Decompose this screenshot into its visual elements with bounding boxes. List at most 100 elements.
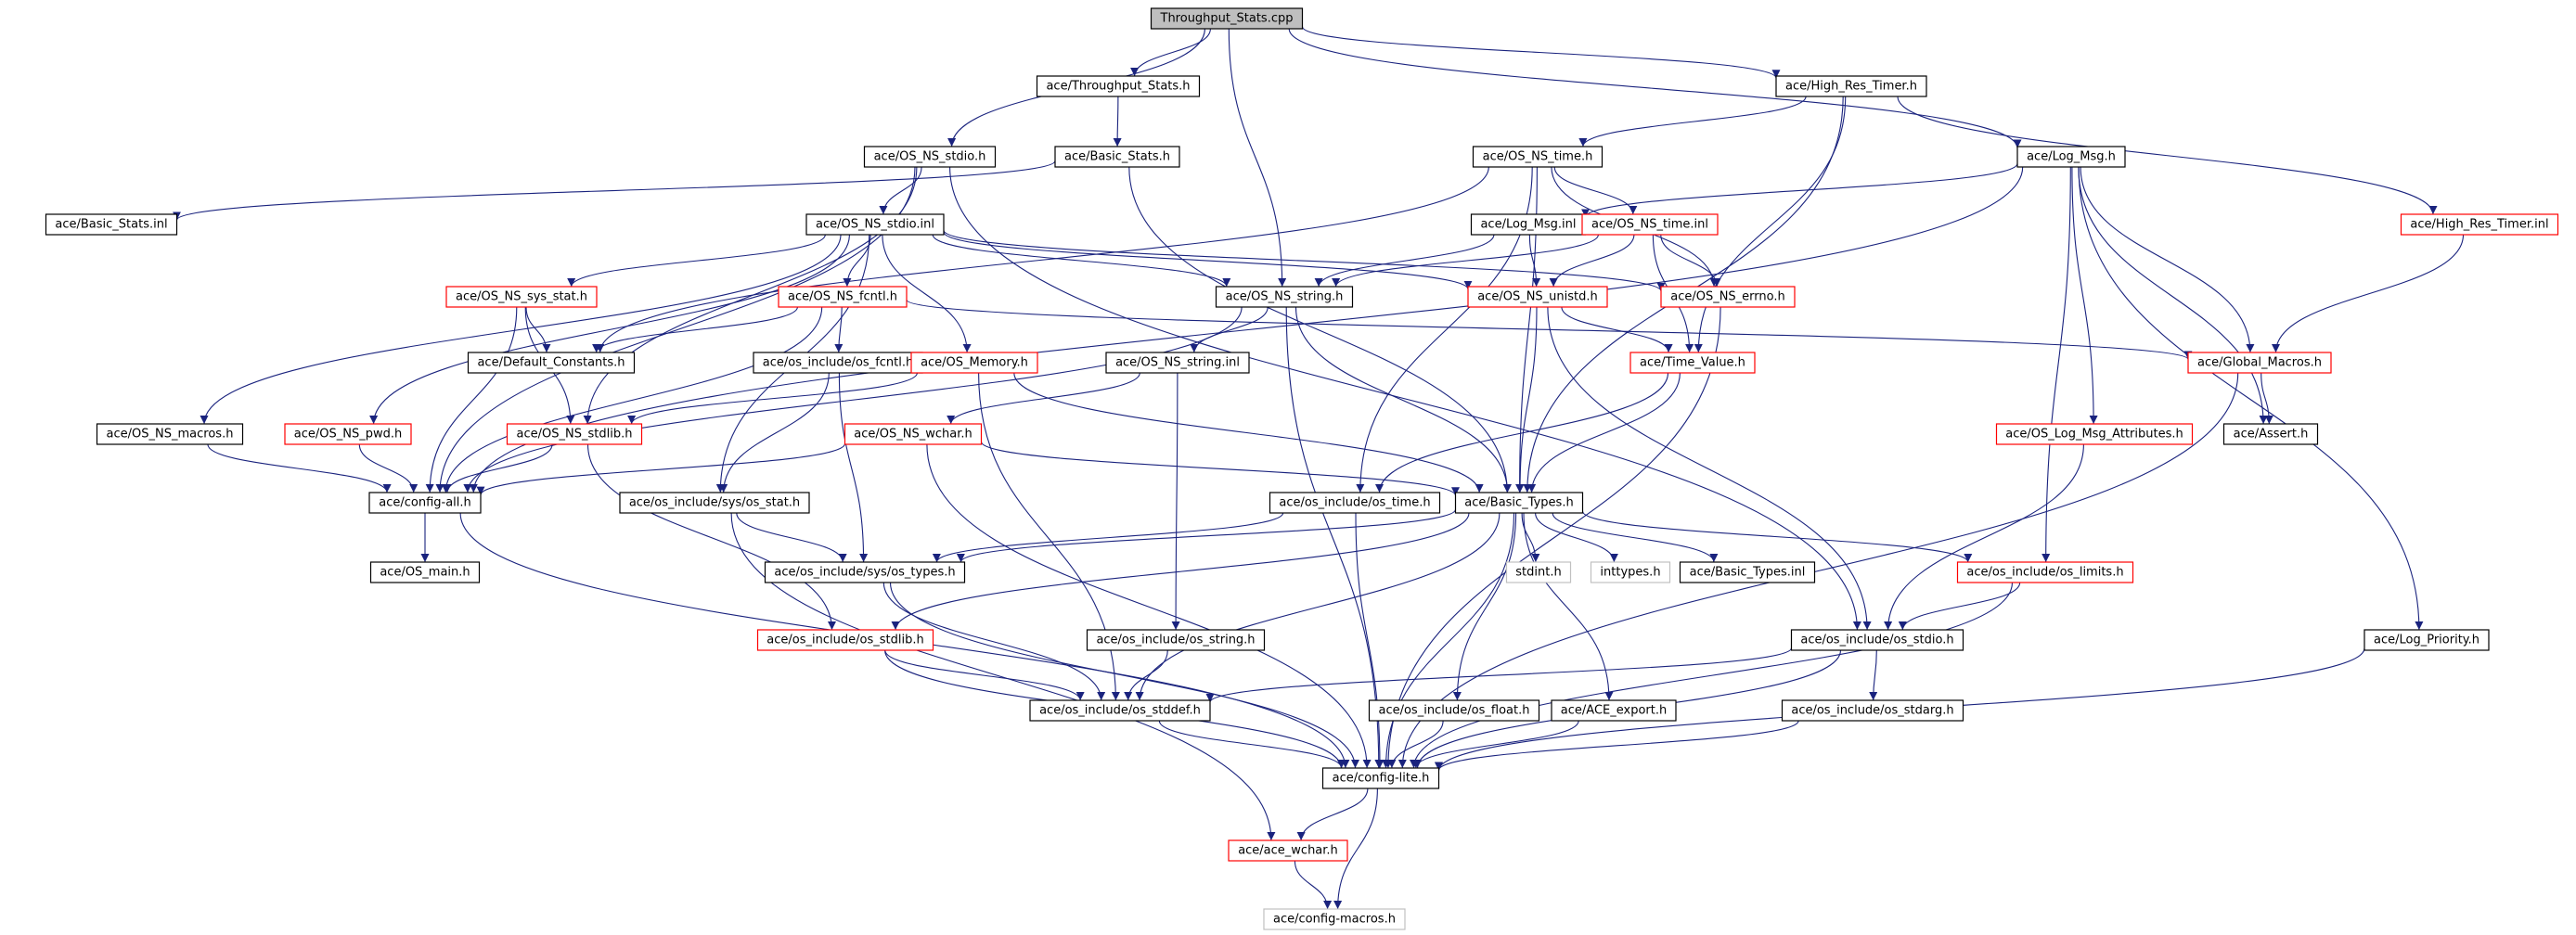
node-label: ace/OS_NS_string.inl — [1115, 356, 1240, 370]
edge-ossysstat-to-systypes — [736, 512, 847, 563]
edge-stdio-to-osstdio — [949, 166, 1861, 631]
node-box — [764, 561, 966, 583]
node-label: ace/OS_NS_fcntl.h — [788, 290, 897, 304]
node-ace-os-ns-string-inl[interactable]: ace/OS_NS_string.inl — [1105, 352, 1250, 374]
node-ace-os-include-os-stddef-h[interactable]: ace/os_include/os_stddef.h — [1029, 699, 1211, 722]
edge-timeinl-to-unistd — [1549, 234, 1635, 288]
node-box — [1790, 629, 1964, 651]
node-ace-os-include-os-time-h[interactable]: ace/os_include/os_time.h — [1269, 492, 1441, 514]
node-ace-log-msg-inl[interactable]: ace/Log_Msg.inl — [1470, 213, 1587, 236]
node-ace-log-msg-h[interactable]: ace/Log_Msg.h — [2016, 146, 2126, 168]
node-ace-os-include-os-stdlib-h[interactable]: ace/os_include/os_stdlib.h — [756, 629, 934, 651]
node-ace-default-constants-h[interactable]: ace/Default_Constants.h — [467, 352, 636, 374]
node-box — [778, 286, 908, 308]
node-ace-os-include-os-limits-h[interactable]: ace/os_include/os_limits.h — [1956, 561, 2134, 583]
node-box — [805, 213, 945, 236]
node-inttypes-h[interactable]: inttypes.h — [1590, 561, 1671, 583]
edge-basictypes-to-osstddef — [1135, 512, 1501, 701]
node-ace-os-include-os-stdarg-h[interactable]: ace/os_include/os_stdarg.h — [1781, 699, 1964, 722]
edge-logmsg-to-logattr — [2071, 166, 2098, 425]
node-ace-basic-types-inl[interactable]: ace/Basic_Types.inl — [1679, 561, 1816, 583]
edge-ossysstat-to-acewchar — [730, 512, 1276, 841]
edge-oslimits-to-osstdio — [1898, 582, 2021, 631]
node-ace-os-ns-unistd-h[interactable]: ace/OS_NS_unistd.h — [1467, 286, 1608, 308]
node-ace-os-ns-errno-h[interactable]: ace/OS_NS_errno.h — [1660, 286, 1796, 308]
node-box — [1086, 629, 1266, 651]
node-ace-ace-wchar-h[interactable]: ace/ace_wchar.h — [1228, 839, 1348, 862]
node-ace-os-ns-sys-stat-h[interactable]: ace/OS_NS_sys_stat.h — [445, 286, 598, 308]
edge-basictypes-to-systypes — [957, 508, 1457, 563]
node-ace-throughput-stats-h[interactable]: ace/Throughput_Stats.h — [1036, 75, 1201, 97]
node-box — [1467, 286, 1608, 308]
node-label: inttypes.h — [1600, 566, 1660, 580]
node-box — [1215, 286, 1354, 308]
node-ace-os-ns-stdio-h[interactable]: ace/OS_NS_stdio.h — [863, 146, 997, 168]
node-ace-config-macros-h[interactable]: ace/config-macros.h — [1263, 908, 1406, 930]
edge-systypes-to-configlite — [889, 582, 1359, 769]
edge-ostime-to-systypes — [933, 512, 1284, 563]
node-box — [1956, 561, 2134, 583]
node-ace-os-ns-fcntl-h[interactable]: ace/OS_NS_fcntl.h — [778, 286, 908, 308]
node-ace-os-include-os-stdio-h[interactable]: ace/os_include/os_stdio.h — [1790, 629, 1964, 651]
node-label: ace/Throughput_Stats.h — [1046, 80, 1190, 94]
node-ace-os-ns-pwd-h[interactable]: ace/OS_NS_pwd.h — [284, 423, 412, 445]
node-ace-os-ns-stdio-inl[interactable]: ace/OS_NS_stdio.inl — [805, 213, 945, 236]
node-ace-os-include-sys-os-types-h[interactable]: ace/os_include/sys/os_types.h — [764, 561, 966, 583]
node-ace-os-ns-string-h[interactable]: ace/OS_NS_string.h — [1215, 286, 1354, 308]
node-ace-os-log-msg-attributes-h[interactable]: ace/OS_Log_Msg_Attributes.h — [1995, 423, 2194, 445]
edge-sysstat-to-defconst — [525, 306, 551, 353]
node-label: ace/config-all.h — [379, 496, 471, 510]
node-stdint-h[interactable]: stdint.h — [1505, 561, 1572, 583]
node-ace-basic-types-h[interactable]: ace/Basic_Types.h — [1454, 492, 1584, 514]
edge-osfloat-to-configlite — [1387, 720, 1444, 769]
node-ace-os-include-os-string-h[interactable]: ace/os_include/os_string.h — [1086, 629, 1266, 651]
node-label: ace/OS_NS_macros.h — [107, 428, 234, 442]
edge-logmsg-to-globalmacros — [2080, 166, 2255, 353]
node-ace-assert-h[interactable]: ace/Assert.h — [2222, 423, 2319, 445]
node-label: ace/Basic_Types.h — [1464, 496, 1573, 510]
node-ace-ace-export-h[interactable]: ace/ACE_export.h — [1551, 699, 1677, 722]
node-throughput-stats-cpp[interactable]: Throughput_Stats.cpp — [1150, 7, 1304, 30]
node-label: ace/os_include/os_fcntl.h — [763, 356, 913, 370]
node-ace-config-lite-h[interactable]: ace/config-lite.h — [1321, 767, 1440, 789]
edge-logmsginl-to-unistd — [1528, 234, 1541, 288]
node-ace-os-include-os-fcntl-h[interactable]: ace/os_include/os_fcntl.h — [753, 352, 923, 374]
node-ace-os-ns-time-h[interactable]: ace/OS_NS_time.h — [1472, 146, 1604, 168]
node-ace-high-res-timer-inl[interactable]: ace/High_Res_Timer.inl — [2400, 213, 2559, 236]
edge-ostime-to-configlite — [1355, 512, 1385, 769]
edge-string-to-configall — [463, 306, 1243, 493]
edge-stdioinl-to-string — [932, 234, 1231, 288]
node-ace-os-ns-macros-h[interactable]: ace/OS_NS_macros.h — [96, 423, 244, 445]
node-box — [2400, 213, 2559, 236]
node-ace-log-priority-h[interactable]: ace/Log_Priority.h — [2363, 629, 2490, 651]
edge-memory-to-basictypes — [1013, 372, 1484, 493]
node-ace-high-res-timer-h[interactable]: ace/High_Res_Timer.h — [1775, 75, 1927, 97]
node-ace-global-macros-h[interactable]: ace/Global_Macros.h — [2187, 352, 2332, 374]
node-box — [1321, 767, 1440, 789]
node-ace-config-all-h[interactable]: ace/config-all.h — [368, 492, 482, 514]
node-ace-os-ns-wchar-h[interactable]: ace/OS_NS_wchar.h — [844, 423, 983, 445]
node-label: ace/OS_main.h — [380, 566, 470, 580]
edge-configlite-to-configmacros — [1333, 788, 1378, 910]
node-ace-time-value-h[interactable]: ace/Time_Value.h — [1629, 352, 1756, 374]
edge-basictypes-to-configlite — [1382, 512, 1515, 769]
node-ace-basic-stats-h[interactable]: ace/Basic_Stats.h — [1054, 146, 1180, 168]
node-ace-os-include-sys-os-stat-h[interactable]: ace/os_include/sys/os_stat.h — [619, 492, 810, 514]
node-label: ace/High_Res_Timer.h — [1785, 80, 1917, 94]
node-ace-os-ns-time-inl[interactable]: ace/OS_NS_time.inl — [1581, 213, 1719, 236]
edge-stdioinl-to-errno — [943, 229, 1666, 292]
node-ace-os-memory-h[interactable]: ace/OS_Memory.h — [910, 352, 1038, 374]
node-ace-os-ns-stdlib-h[interactable]: ace/OS_NS_stdlib.h — [506, 423, 643, 445]
node-ace-basic-stats-inl[interactable]: ace/Basic_Stats.inl — [45, 213, 178, 236]
edge-stdioinl-to-fcntl — [843, 234, 871, 288]
node-ace-os-include-os-float-h[interactable]: ace/os_include/os_float.h — [1368, 699, 1540, 722]
node-label: ace/Basic_Types.inl — [1690, 566, 1806, 580]
node-label: ace/OS_NS_errno.h — [1670, 290, 1785, 304]
node-ace-os-main-h[interactable]: ace/OS_main.h — [369, 561, 481, 583]
edge-basictypes-to-osfloat — [1452, 512, 1517, 701]
node-label: ace/OS_NS_time.h — [1483, 150, 1593, 164]
edge-wchar-to-configall — [476, 443, 846, 495]
edge-bsh-to-basictypes — [1128, 166, 1512, 493]
node-label: ace/Basic_Stats.h — [1064, 150, 1170, 164]
node-box — [1590, 561, 1671, 583]
